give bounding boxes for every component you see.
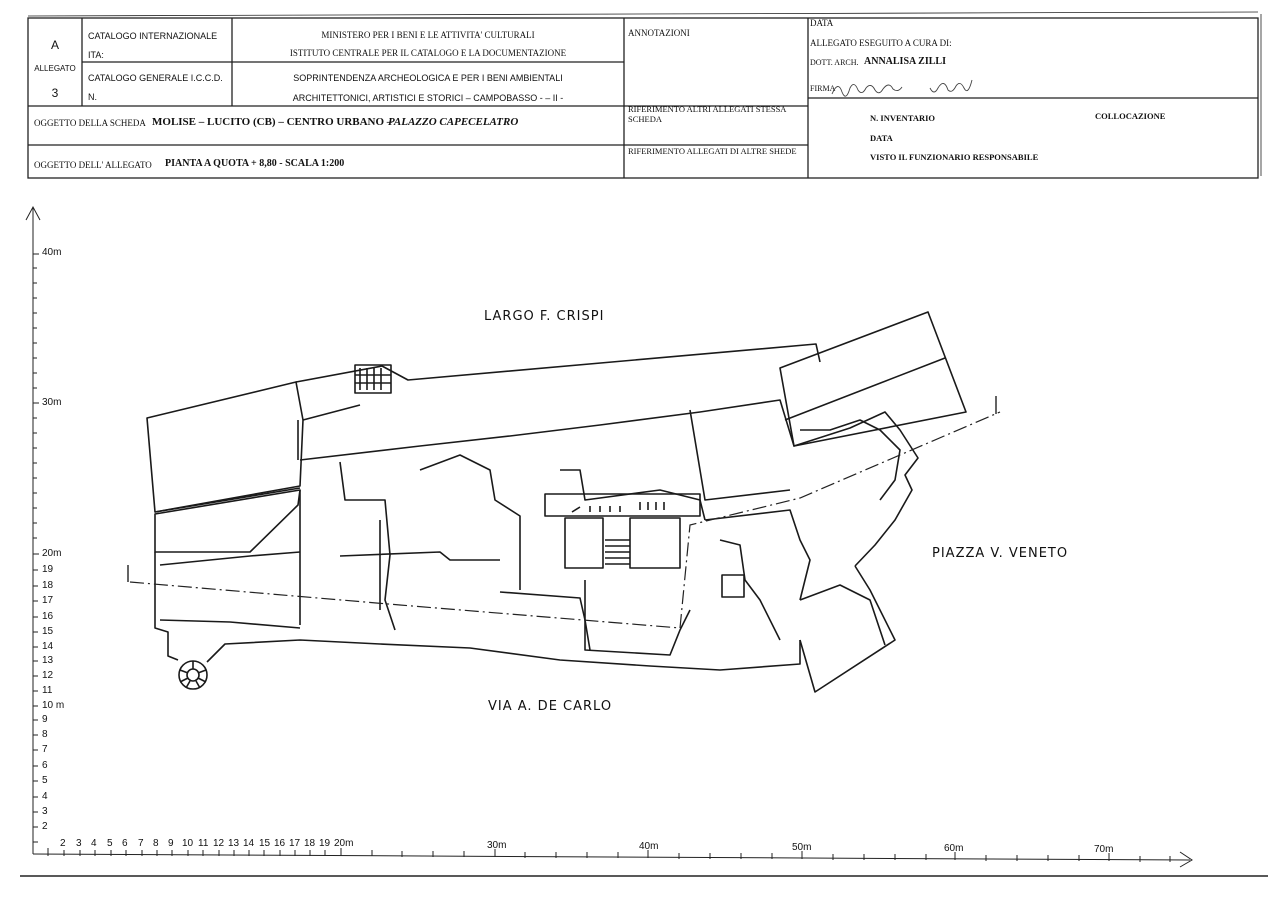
h-tick-15: 15 <box>259 838 271 849</box>
rif-stessa-scheda: RIFERIMENTO ALTRI ALLEGATI STESSA SCHEDA <box>628 104 786 124</box>
v-tick-40m: 40m <box>42 247 62 258</box>
h-tick-16: 16 <box>274 838 286 849</box>
label-piazza-veneto: PIAZZA V. VENETO <box>932 546 1069 561</box>
label-largo-crispi: LARGO F. CRISPI <box>484 309 605 324</box>
v-tick-4: 4 <box>42 791 48 802</box>
data-label-2: DATA <box>870 133 893 143</box>
author-name: ANNALISA ZILLI <box>864 56 946 67</box>
h-tick-19: 19 <box>319 838 331 849</box>
v-tick-18: 18 <box>42 580 54 591</box>
ita-label: ITA: <box>88 50 104 60</box>
annotazioni-label: ANNOTAZIONI <box>628 28 690 38</box>
v-tick-20m: 20m <box>42 548 62 559</box>
v-tick-9: 9 <box>42 714 48 725</box>
rif-altre-schede: RIFERIMENTO ALLEGATI DI ALTRE SHEDE <box>628 146 797 156</box>
v-tick-19: 19 <box>42 564 54 575</box>
h-tick-8: 8 <box>153 838 159 849</box>
h-tick-30m: 30m <box>487 840 507 851</box>
catalogo-internazionale: CATALOGO INTERNAZIONALE <box>88 31 218 41</box>
istituto: ISTITUTO CENTRALE PER IL CATALOGO E LA D… <box>289 48 567 58</box>
horizontal-scale <box>32 848 1193 868</box>
h-tick-14: 14 <box>243 838 255 849</box>
h-tick-70m: 70m <box>1094 844 1114 855</box>
v-tick-2: 2 <box>42 821 48 832</box>
h-tick-6: 6 <box>122 838 128 849</box>
n-label: N. <box>88 92 97 102</box>
vertical-scale <box>25 205 41 854</box>
data-label: DATA <box>810 18 834 28</box>
oggetto-allegato-value: PIANTA A QUOTA + 8,80 - SCALA 1:200 <box>165 158 345 169</box>
h-tick-18: 18 <box>304 838 316 849</box>
collocazione: COLLOCAZIONE <box>1095 111 1166 121</box>
dott-arch-label: DOTT. ARCH. <box>810 58 859 67</box>
section-markers <box>127 396 997 582</box>
oggetto-scheda-label: OGGETTO DELLA SCHEDA <box>34 118 146 128</box>
h-tick-2: 2 <box>60 838 66 849</box>
h-tick-9: 9 <box>168 838 174 849</box>
h-tick-50m: 50m <box>792 842 812 853</box>
firma-label: FIRMA <box>810 84 836 93</box>
oggetto-scheda-italic: PALAZZO CAPECELATRO <box>388 116 519 128</box>
h-tick-12: 12 <box>213 838 225 849</box>
label-via-de-carlo: VIA A. DE CARLO <box>488 699 613 714</box>
v-tick-3: 3 <box>42 806 48 817</box>
floor-plan <box>146 311 967 693</box>
h-tick-11: 11 <box>198 838 209 849</box>
v-tick-16: 16 <box>42 611 54 622</box>
cell-a-allegato: ALLEGATO <box>34 64 76 73</box>
ministero: MINISTERO PER I BENI E LE ATTIVITA' CULT… <box>321 30 535 40</box>
v-tick-8: 8 <box>42 729 48 740</box>
v-tick-5: 5 <box>42 775 48 786</box>
v-tick-17: 17 <box>42 595 54 606</box>
v-tick-6: 6 <box>42 760 48 771</box>
oggetto-scheda-value: MOLISE – LUCITO (CB) – CENTRO URBANO – <box>152 116 393 128</box>
v-tick-12: 12 <box>42 670 54 681</box>
cell-a-letter: A <box>50 38 59 52</box>
header-frame <box>27 11 1262 179</box>
h-tick-4: 4 <box>91 838 97 849</box>
section-axis <box>129 411 1001 629</box>
h-tick-7: 7 <box>138 838 144 849</box>
v-tick-13: 13 <box>42 655 54 666</box>
h-tick-10: 10 <box>182 838 194 849</box>
soprintendenza: SOPRINTENDENZA ARCHEOLOGICA E PER I BENI… <box>293 73 563 83</box>
v-tick-14: 14 <box>42 641 54 652</box>
h-tick-17: 17 <box>289 838 301 849</box>
h-tick-5: 5 <box>107 838 113 849</box>
architettonici: ARCHITETTONICI, ARTISTICI E STORICI – CA… <box>292 93 564 103</box>
v-tick-30m: 30m <box>42 397 62 408</box>
v-tick-7: 7 <box>42 744 48 755</box>
v-tick-10m: 10 m <box>42 700 65 711</box>
v-tick-11: 11 <box>42 685 53 696</box>
visto-funzionario: VISTO IL FUNZIONARIO RESPONSABILE <box>870 152 1039 162</box>
catalogo-generale: CATALOGO GENERALE I.C.C.D. <box>88 73 223 83</box>
cell-a-number: 3 <box>51 86 59 100</box>
h-tick-13: 13 <box>228 838 240 849</box>
h-tick-3: 3 <box>76 838 82 849</box>
allegato-eseguito: ALLEGATO ESEGUITO A CURA DI: <box>810 38 952 48</box>
h-tick-40m: 40m <box>639 841 659 852</box>
h-tick-60m: 60m <box>944 843 964 854</box>
h-tick-20m: 20m <box>334 838 354 849</box>
v-tick-15: 15 <box>42 626 54 637</box>
n-inventario: N. INVENTARIO <box>870 113 936 123</box>
signature-scribble <box>831 79 973 97</box>
oggetto-allegato-label: OGGETTO DELL' ALLEGATO <box>34 160 152 170</box>
